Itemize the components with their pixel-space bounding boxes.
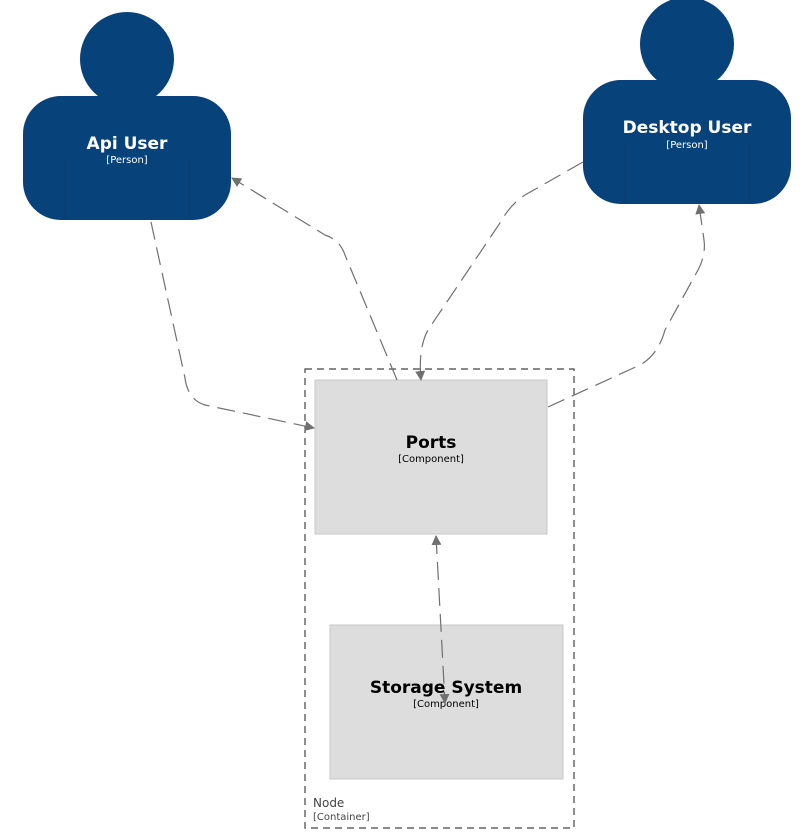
container-boundary[interactable]: Node [Container] (304, 368, 575, 829)
desktop-user-name: Desktop User (623, 118, 752, 138)
boundary-frame (304, 368, 575, 829)
storage-system-name: Storage System (370, 678, 522, 698)
person-desktop-user[interactable]: Desktop User [Person] (583, 0, 791, 204)
relationship-ports-to-desktop-user[interactable] (547, 204, 706, 408)
boundary-type: [Container] (313, 812, 370, 823)
desktop-user-type: [Person] (666, 140, 708, 151)
api-user-body (23, 96, 231, 220)
boundary-name: Node (313, 796, 344, 810)
api-user-type: [Person] (106, 155, 148, 166)
relationship-api-user-to-ports[interactable] (150, 221, 315, 432)
relationship-ports-storage-system[interactable] (431, 535, 450, 704)
api-user-name: Api User (87, 134, 169, 154)
desktop-user-body (583, 80, 791, 204)
api-user-head (80, 12, 174, 106)
relationship-desktop-user-to-ports[interactable] (415, 161, 584, 381)
relationship-ports-to-api-user[interactable] (231, 177, 398, 381)
person-api-user[interactable]: Api User [Person] (23, 12, 231, 220)
ports-type: [Component] (398, 454, 464, 465)
ports-name: Ports (406, 433, 457, 453)
desktop-user-head (640, 0, 734, 91)
component-ports[interactable]: Ports [Component] (314, 379, 548, 535)
storage-system-type: [Component] (413, 699, 479, 710)
component-storage-system[interactable]: Storage System [Component] (329, 624, 564, 780)
ports-box (314, 379, 548, 535)
